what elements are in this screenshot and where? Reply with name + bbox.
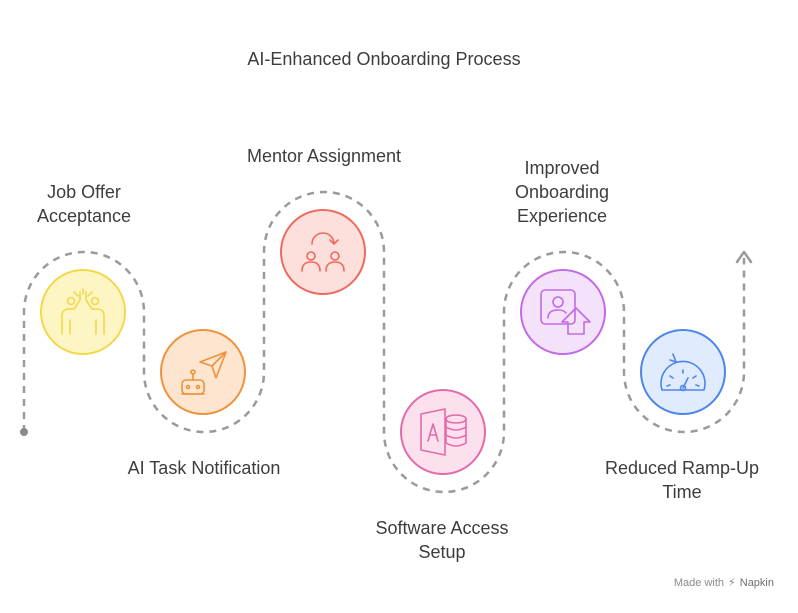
step-label-job-offer-acceptance: Job Offer Acceptance <box>36 182 132 226</box>
flow-start-dot <box>20 428 28 436</box>
step-label-ai-task-notification: AI Task Notification <box>127 458 281 478</box>
made-with-text: Made with <box>673 576 725 589</box>
step-label-improved-onboarding-experience: Improved Onboarding Experience <box>514 158 610 226</box>
step-job-offer-acceptance <box>40 269 126 355</box>
robot-send-icon <box>181 351 227 395</box>
step-improved-onboarding-experience <box>520 269 606 355</box>
people-rotate-icon <box>301 232 345 272</box>
speedometer-icon <box>660 353 706 392</box>
flow-path <box>22 190 746 494</box>
step-label-software-access-setup: Software Access Setup <box>375 518 509 562</box>
app-database-icon <box>420 408 467 456</box>
step-reduced-ramp-up-time <box>640 329 726 415</box>
flow-end-arrow <box>735 250 753 264</box>
step-mentor-assignment <box>280 209 366 295</box>
step-software-access-setup <box>400 389 486 475</box>
diagram-title: AI-Enhanced Onboarding Process <box>247 49 521 69</box>
napkin-logo-icon: ⚡ <box>728 577 736 589</box>
step-ai-task-notification <box>160 329 246 415</box>
step-label-reduced-ramp-up-time: Reduced Ramp-Up Time <box>604 458 760 502</box>
step-label-mentor-assignment: Mentor Assignment <box>246 146 402 166</box>
footer-attribution: Made with ⚡ Napkin <box>673 576 774 590</box>
high-five-icon <box>61 288 105 335</box>
profile-upgrade-icon <box>540 289 591 335</box>
brand-name: Napkin <box>739 576 774 589</box>
